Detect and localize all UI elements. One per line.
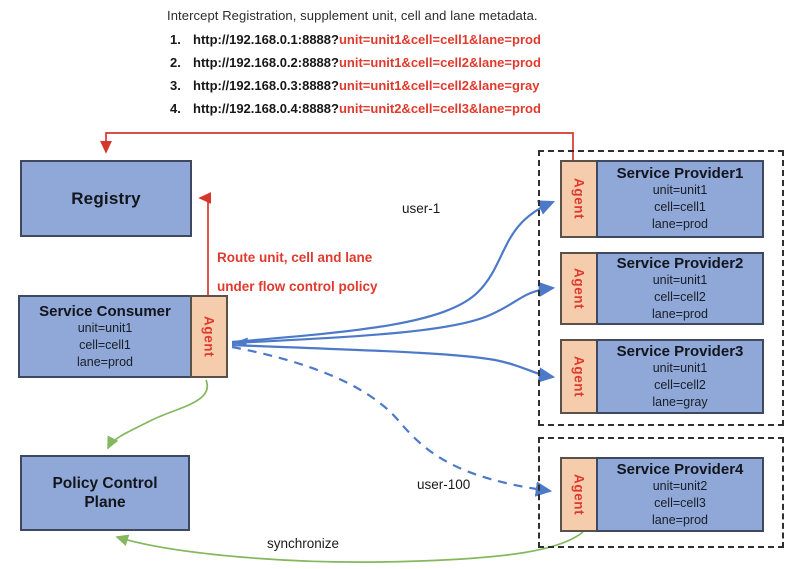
registration-url-4: 4. http://192.168.0.4:8888?unit=unit2&cel… (170, 101, 541, 116)
agent-label: Agent (571, 355, 587, 398)
return-arrowhead (233, 337, 248, 346)
consumer-cell: cell=cell1 (79, 337, 131, 352)
synchronize-label: synchronize (267, 536, 340, 551)
provider2-unit: unit=unit1 (652, 272, 708, 287)
provider1-unit: unit=unit1 (652, 183, 708, 197)
policy-title-line1: Policy Control (52, 475, 158, 492)
service-consumer-node: Service Consumer unit=unit1 cell=cell1 l… (18, 295, 228, 378)
registry-title: Registry (71, 188, 141, 208)
user1-label: user-1 (402, 201, 441, 216)
consumer-unit: unit=unit1 (77, 320, 133, 335)
provider4-lane: lane=prod (652, 512, 708, 527)
url-base: http://192.168.0.1:8888? (193, 32, 339, 47)
synchronize-arrow (115, 531, 584, 563)
user100-label: user-100 (417, 477, 471, 492)
provider3-body: Service Provider3 unit=unit1 cell=cell2 … (596, 339, 764, 414)
url-number: 3. (170, 78, 181, 93)
call-arrow-provider3 (231, 343, 556, 383)
url-number: 1. (170, 32, 181, 47)
agent-label: Agent (201, 315, 217, 358)
url-query-params: unit=unit2&cell=cell3&lane=prod (338, 101, 541, 116)
provider3-title: Service Provider3 (616, 342, 744, 360)
registration-url-3: 3. http://192.168.0.3:8888?unit=unit1&cel… (170, 78, 539, 93)
provider3-lane: lane=gray (652, 394, 708, 409)
provider1-cell: cell=cell1 (654, 200, 706, 214)
provider1-body: Service Provider1 unit=unit1 cell=cell1 … (596, 160, 764, 238)
registry-node: Registry (20, 160, 192, 237)
route-note-line2: under flow control policy (217, 279, 378, 294)
agent-label: Agent (571, 178, 587, 220)
provider1-agent-tab: Agent (560, 160, 598, 238)
consumer-lane: lane=prod (77, 354, 133, 369)
registration-arrow (100, 132, 574, 163)
provider2-lane: lane=prod (652, 306, 708, 321)
service-provider4-node: Agent Service Provider4 unit=unit2 cell=… (560, 457, 764, 532)
url-query-params: unit=unit1&cell=cell2&lane=gray (338, 78, 540, 93)
provider2-title: Service Provider2 (616, 254, 744, 272)
service-provider3-node: Agent Service Provider3 unit=unit1 cell=… (560, 339, 764, 414)
provider3-agent-tab: Agent (560, 339, 598, 414)
agent-label: Agent (571, 267, 587, 310)
policy-title-line2: Plane (84, 494, 126, 511)
service-consumer-body: Service Consumer unit=unit1 cell=cell1 l… (18, 295, 192, 378)
url-query-params: unit=unit1&cell=cell1&lane=prod (338, 32, 541, 47)
url-number: 2. (170, 55, 181, 70)
url-number: 4. (170, 101, 181, 116)
provider4-cell: cell=cell3 (654, 495, 706, 510)
url-query-params: unit=unit1&cell=cell2&lane=prod (338, 55, 541, 70)
service-provider1-node: Agent Service Provider1 unit=unit1 cell=… (560, 160, 764, 238)
route-policy-note: Route unit, cell and lane under flow con… (217, 243, 378, 301)
route-note-line1: Route unit, cell and lane (217, 250, 373, 265)
registration-url-2: 2. http://192.168.0.2:8888?unit=unit1&cel… (170, 55, 541, 70)
provider3-unit: unit=unit1 (652, 360, 708, 375)
provider1-title: Service Provider1 (616, 165, 744, 182)
service-provider2-node: Agent Service Provider2 unit=unit1 cell=… (560, 252, 764, 325)
call-arrow-provider4-dashed (231, 345, 553, 497)
url-base: http://192.168.0.2:8888? (193, 55, 339, 70)
provider1-lane: lane=prod (652, 217, 708, 231)
provider4-title: Service Provider4 (616, 460, 744, 478)
provider2-agent-tab: Agent (560, 252, 598, 325)
consumer-agent-tab: Agent (190, 295, 228, 378)
provider2-cell: cell=cell2 (654, 289, 706, 304)
provider4-agent-tab: Agent (560, 457, 598, 532)
url-base: http://192.168.0.4:8888? (193, 101, 339, 116)
agent-label: Agent (571, 473, 587, 516)
provider3-cell: cell=cell2 (654, 377, 706, 392)
registration-url-1: 1. http://192.168.0.1:8888?unit=unit1&cel… (170, 32, 541, 47)
route-lookup-arrow (198, 192, 212, 297)
policy-report-arrow (107, 379, 209, 450)
url-base: http://192.168.0.3:8888? (193, 78, 339, 93)
provider4-body: Service Provider4 unit=unit2 cell=cell3 … (596, 457, 764, 532)
intro-title: Intercept Registration, supplement unit,… (167, 8, 538, 23)
provider2-body: Service Provider2 unit=unit1 cell=cell2 … (596, 252, 764, 325)
service-consumer-title: Service Consumer (39, 302, 171, 320)
provider4-unit: unit=unit2 (652, 478, 708, 493)
